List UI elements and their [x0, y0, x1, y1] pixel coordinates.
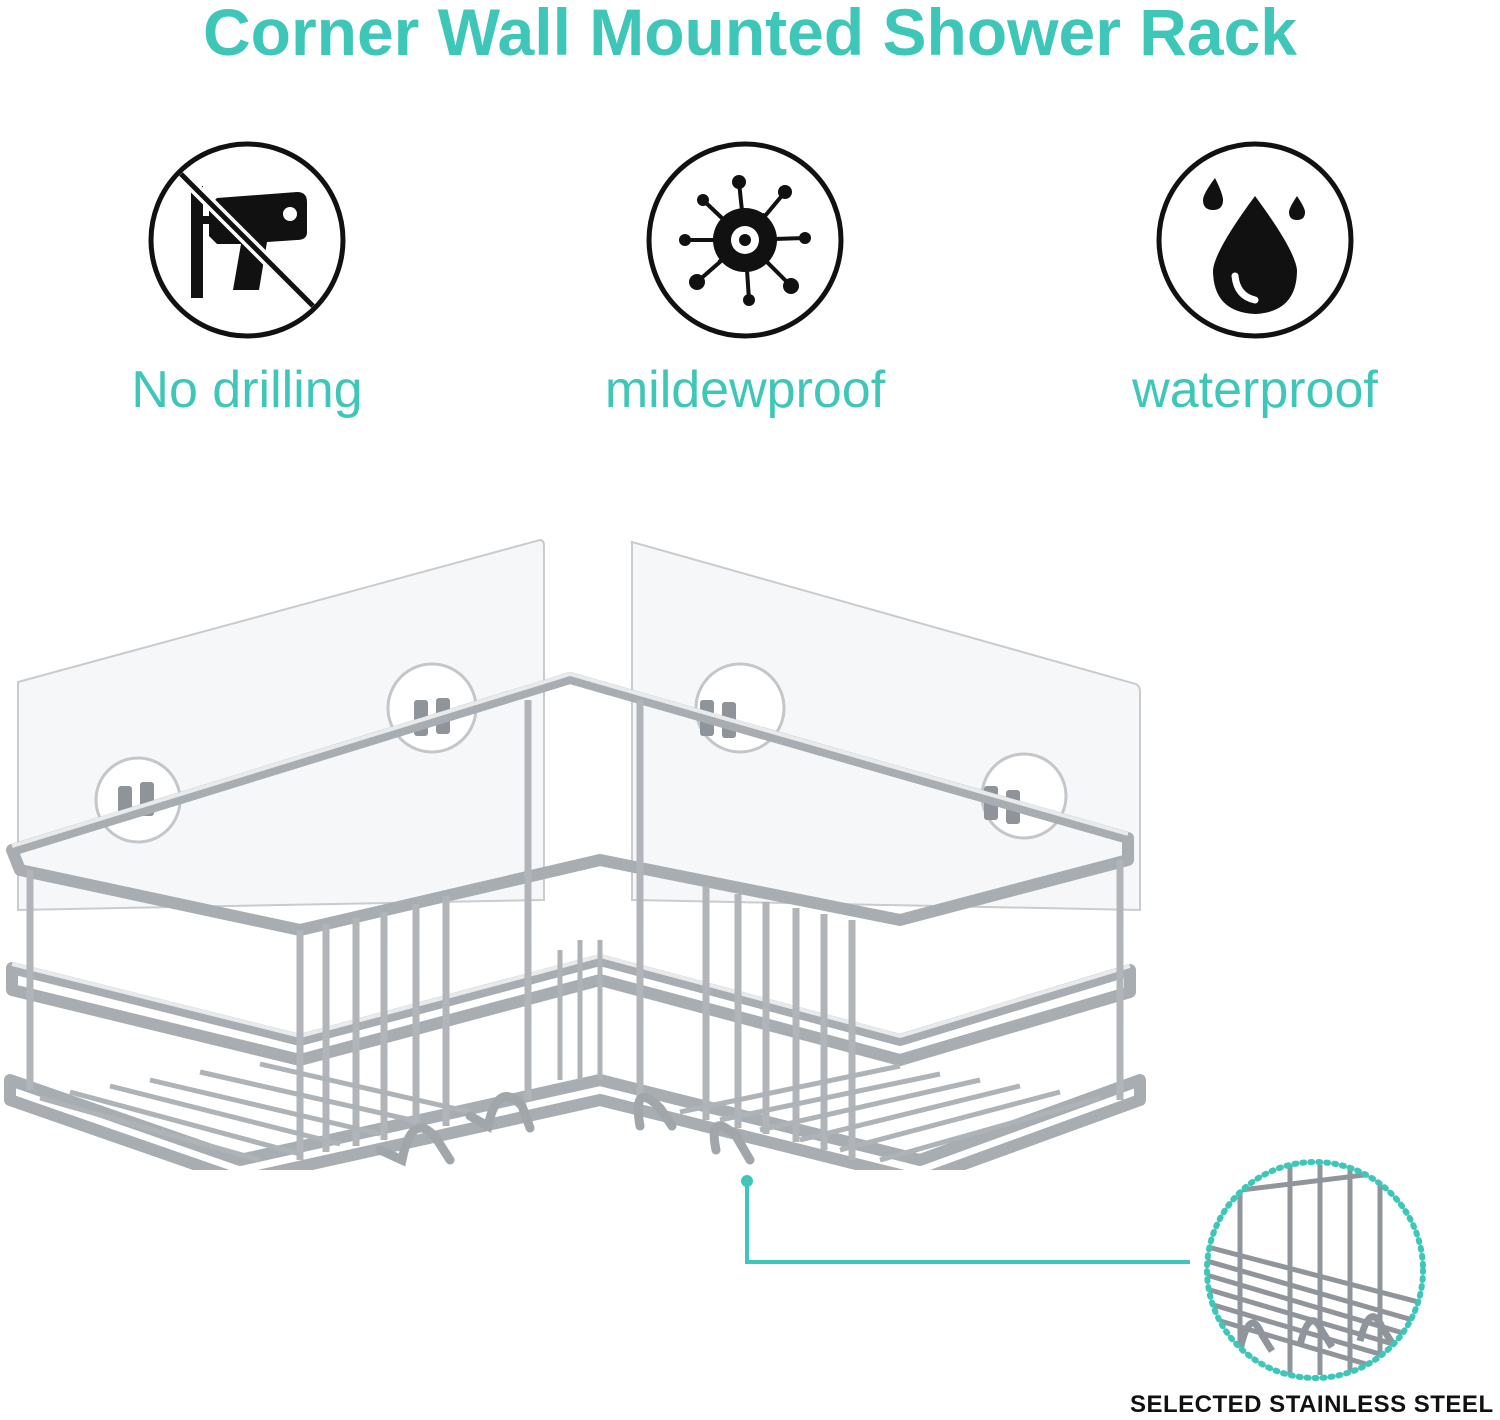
shower-rack-illustration — [0, 520, 1160, 1186]
page-title: Corner Wall Mounted Shower Rack — [202, 0, 1298, 69]
feature-no-drilling: No drilling — [67, 140, 427, 420]
stainless-steel-detail-zoom — [1200, 1155, 1430, 1390]
feature-waterproof: waterproof — [1075, 140, 1435, 420]
feature-label: mildewproof — [604, 361, 886, 419]
no-drilling-icon — [147, 140, 347, 340]
feature-label: waterproof — [1132, 361, 1378, 419]
mildew-icon — [645, 140, 845, 340]
feature-mildewproof: mildewproof — [565, 140, 925, 420]
feature-label: No drilling — [131, 361, 363, 419]
water-drop-icon — [1155, 140, 1355, 340]
detail-caption: SELECTED STAINLESS STEEL — [1130, 1391, 1494, 1418]
